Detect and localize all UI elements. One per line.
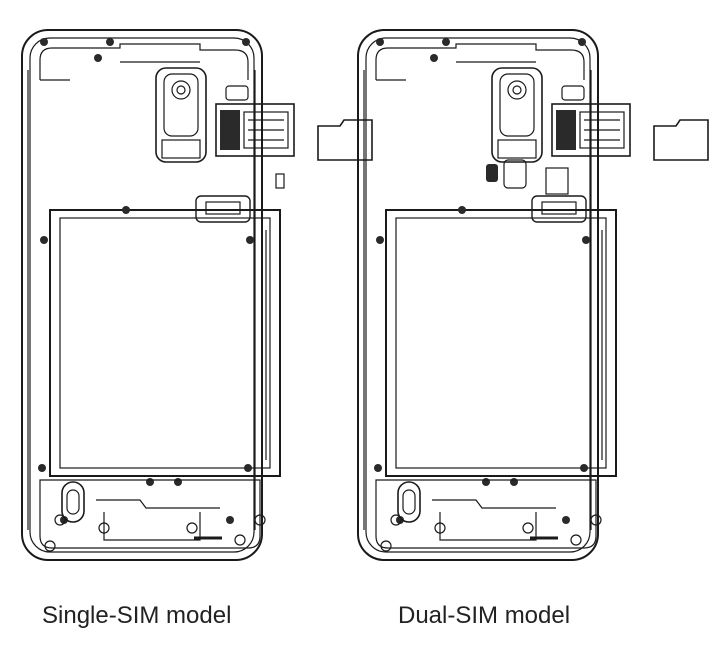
- screw: [242, 38, 250, 46]
- screw: [510, 478, 518, 486]
- screw: [458, 206, 466, 214]
- screw: [40, 236, 48, 244]
- camera-module: [155, 67, 207, 163]
- camera-module: [491, 67, 543, 163]
- screw: [582, 236, 590, 244]
- usb-bracket: [103, 512, 201, 541]
- screw: [244, 464, 252, 472]
- screw: [396, 516, 404, 524]
- screw: [226, 516, 234, 524]
- screw-hole: [186, 522, 198, 534]
- screw-hole: [570, 534, 582, 546]
- phone-inner-frame: [29, 37, 255, 553]
- battery-connector-inner: [205, 201, 241, 215]
- phone-outer-frame: [357, 29, 599, 561]
- camera-lens: [507, 80, 527, 100]
- top-shelf: [375, 43, 585, 80]
- screw-hole: [522, 522, 534, 534]
- second-sim-contact: [486, 164, 498, 182]
- screw: [174, 478, 182, 486]
- screw: [376, 236, 384, 244]
- screw: [40, 38, 48, 46]
- screw: [482, 478, 490, 486]
- usb-bracket: [439, 512, 537, 541]
- speaker-grill-inner: [402, 489, 416, 515]
- screw: [246, 236, 254, 244]
- screw: [106, 38, 114, 46]
- side-button: [275, 173, 285, 189]
- bottom-assembly: [375, 479, 597, 549]
- phone-single: [21, 29, 373, 561]
- camera-lens-inner: [512, 85, 522, 95]
- camera-lens-housing: [499, 73, 535, 137]
- screw: [374, 464, 382, 472]
- speaker-grill: [397, 481, 421, 523]
- micro-sd-card: [317, 119, 373, 161]
- bottom-assembly: [39, 479, 261, 549]
- connector: [561, 85, 585, 101]
- camera-lens-inner: [176, 85, 186, 95]
- battery: [49, 209, 281, 477]
- second-sim-slot: [545, 167, 569, 195]
- screw: [38, 464, 46, 472]
- screw: [146, 478, 154, 486]
- flash-window: [161, 139, 201, 159]
- screw: [580, 464, 588, 472]
- connector: [225, 85, 249, 101]
- sim-slot: [579, 111, 625, 149]
- screw: [122, 206, 130, 214]
- screw-hole: [380, 540, 392, 552]
- screw-hole: [54, 514, 66, 526]
- caption-single-sim: Single-SIM model: [42, 602, 232, 629]
- card-tray: [215, 103, 295, 157]
- card-slot-dark: [220, 110, 240, 150]
- screw: [94, 54, 102, 62]
- top-shelf: [39, 43, 249, 80]
- screw-hole: [44, 540, 56, 552]
- camera-lens-housing: [163, 73, 199, 137]
- phone-dual: [357, 29, 709, 561]
- micro-sd-card: [653, 119, 709, 161]
- speaker-grill-inner: [66, 489, 80, 515]
- screw: [562, 516, 570, 524]
- card-tray: [551, 103, 631, 157]
- flash-window: [497, 139, 537, 159]
- flex-cable: [96, 499, 220, 509]
- sim-slot: [243, 111, 289, 149]
- screw-hole: [234, 534, 246, 546]
- screw: [60, 516, 68, 524]
- speaker-grill: [61, 481, 85, 523]
- battery-inner: [395, 217, 607, 469]
- battery-inner: [59, 217, 271, 469]
- caption-dual-sim: Dual-SIM model: [398, 602, 571, 629]
- phone-outer-frame: [21, 29, 263, 561]
- card-slot-dark: [556, 110, 576, 150]
- screw: [430, 54, 438, 62]
- battery-connector-inner: [541, 201, 577, 215]
- second-sim-holder: [503, 159, 527, 189]
- phone-inner-frame: [365, 37, 591, 553]
- flex-cable: [432, 499, 556, 509]
- screw: [442, 38, 450, 46]
- screw: [578, 38, 586, 46]
- screw: [376, 38, 384, 46]
- camera-lens: [171, 80, 191, 100]
- screw-hole: [390, 514, 402, 526]
- battery: [385, 209, 617, 477]
